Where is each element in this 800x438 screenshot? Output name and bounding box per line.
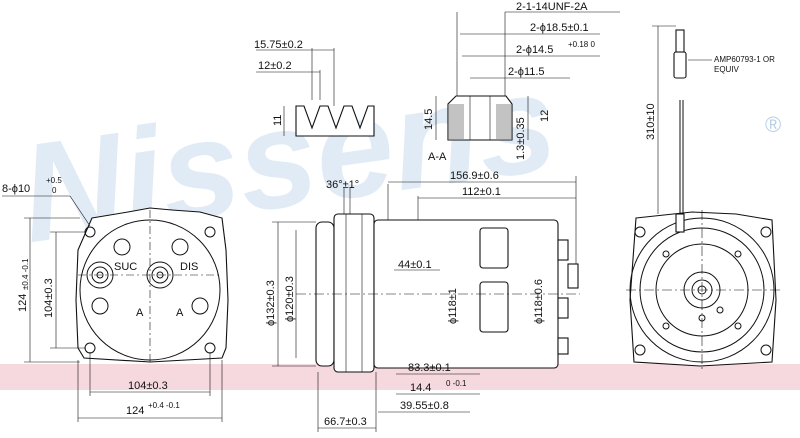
section-a-left: A	[136, 307, 144, 319]
dim-width-124: 124	[126, 405, 144, 417]
dim-mount-holes: 8-ϕ10	[2, 183, 30, 195]
dim-thread: 2-1-14UNF-2A	[516, 1, 588, 13]
dim-width-124-tol: +0.4 -0.1	[148, 401, 180, 410]
dim-sec-14-5: 14.5	[423, 109, 435, 130]
dim-len-39: 39.55±0.8	[400, 400, 449, 412]
connector-label-1: AMP60793-1 OR	[714, 55, 775, 64]
dim-groove-15: 15.75±0.2	[254, 39, 303, 51]
dim-groove-11: 11	[272, 115, 284, 126]
dim-width-104: 104±0.3	[128, 380, 168, 392]
connector-label-2: EQUIV	[714, 65, 740, 74]
dim-len-112: 112±0.1	[462, 186, 501, 198]
dim-cable-310: 310±10	[645, 103, 657, 140]
dim-diam-118b: ϕ118±0.6	[533, 279, 545, 324]
front-plate	[629, 211, 777, 367]
dim-diam-118a: ϕ118±1	[447, 288, 459, 324]
mount-hole	[760, 344, 772, 356]
dim-len-14-4-tol: 0 -0.1	[446, 379, 467, 388]
dim-len-66: 66.7±0.3	[324, 416, 367, 428]
hole	[191, 297, 209, 315]
section-view-label: A-A	[428, 151, 447, 163]
dim-sec-11: 2-ϕ11.5	[508, 66, 545, 78]
dim-sec-14: 2-ϕ14.5	[516, 44, 553, 56]
dim-mount-holes-tol-lower: 0	[52, 186, 57, 195]
mount-hole	[634, 226, 646, 238]
suc-label: SUC	[114, 261, 137, 273]
hole	[171, 238, 189, 256]
side-view: 36°±1° ϕ132±0.3 ϕ120±0.3 ϕ118±1 ϕ118±0.6…	[265, 170, 580, 432]
dim-sec-18: 2-ϕ18.5±0.1	[530, 22, 589, 34]
dim-sec-12: 12	[539, 110, 551, 122]
belt-groove	[295, 105, 375, 137]
dim-sec-14-tol: +0.18 0	[568, 40, 595, 49]
dim-len-44: 44±0.1	[398, 259, 432, 271]
mount-hole	[204, 226, 216, 238]
groove-detail: 15.75±0.2 12±0.2 11	[254, 39, 375, 137]
registered-mark: ®	[765, 112, 781, 137]
dis-label: DIS	[180, 261, 198, 273]
connector	[673, 51, 687, 79]
dim-diam-132: ϕ132±0.3	[265, 280, 277, 326]
dim-groove-12: 12±0.2	[258, 60, 292, 72]
dim-angle: 36°±1°	[326, 179, 359, 191]
dim-height-124-tol: ±0.4 -0.1	[21, 258, 30, 290]
mount-hole	[760, 226, 772, 238]
dim-diam-120: ϕ120±0.3	[284, 276, 296, 322]
hole	[113, 238, 131, 256]
back-view: SUC DIS A A 8-ϕ10 +0.5 0 124 ±0.4 -0.1 1…	[2, 176, 229, 422]
dim-mount-holes-tol-upper: +0.5	[46, 176, 62, 185]
cable-clip	[675, 213, 685, 233]
dim-len-83: 83.3±0.1	[408, 362, 451, 374]
dim-height-104: 104±0.3	[43, 278, 55, 318]
section-a-right: A	[176, 307, 184, 319]
dim-sec-1-3: 1.3±0.35	[515, 117, 527, 160]
mount-hole	[634, 344, 646, 356]
dim-height-124: 124	[17, 294, 29, 312]
dim-len-156: 156.9±0.6	[450, 170, 499, 182]
hole	[91, 297, 109, 315]
front-view: AMP60793-1 OR EQUIV 310±10	[626, 25, 780, 372]
section-aa: 2-1-14UNF-2A 2-ϕ18.5±0.1 2-ϕ14.5 +0.18 0…	[423, 1, 620, 163]
pulley	[333, 213, 375, 373]
dim-len-14-4: 14.4	[410, 382, 431, 394]
